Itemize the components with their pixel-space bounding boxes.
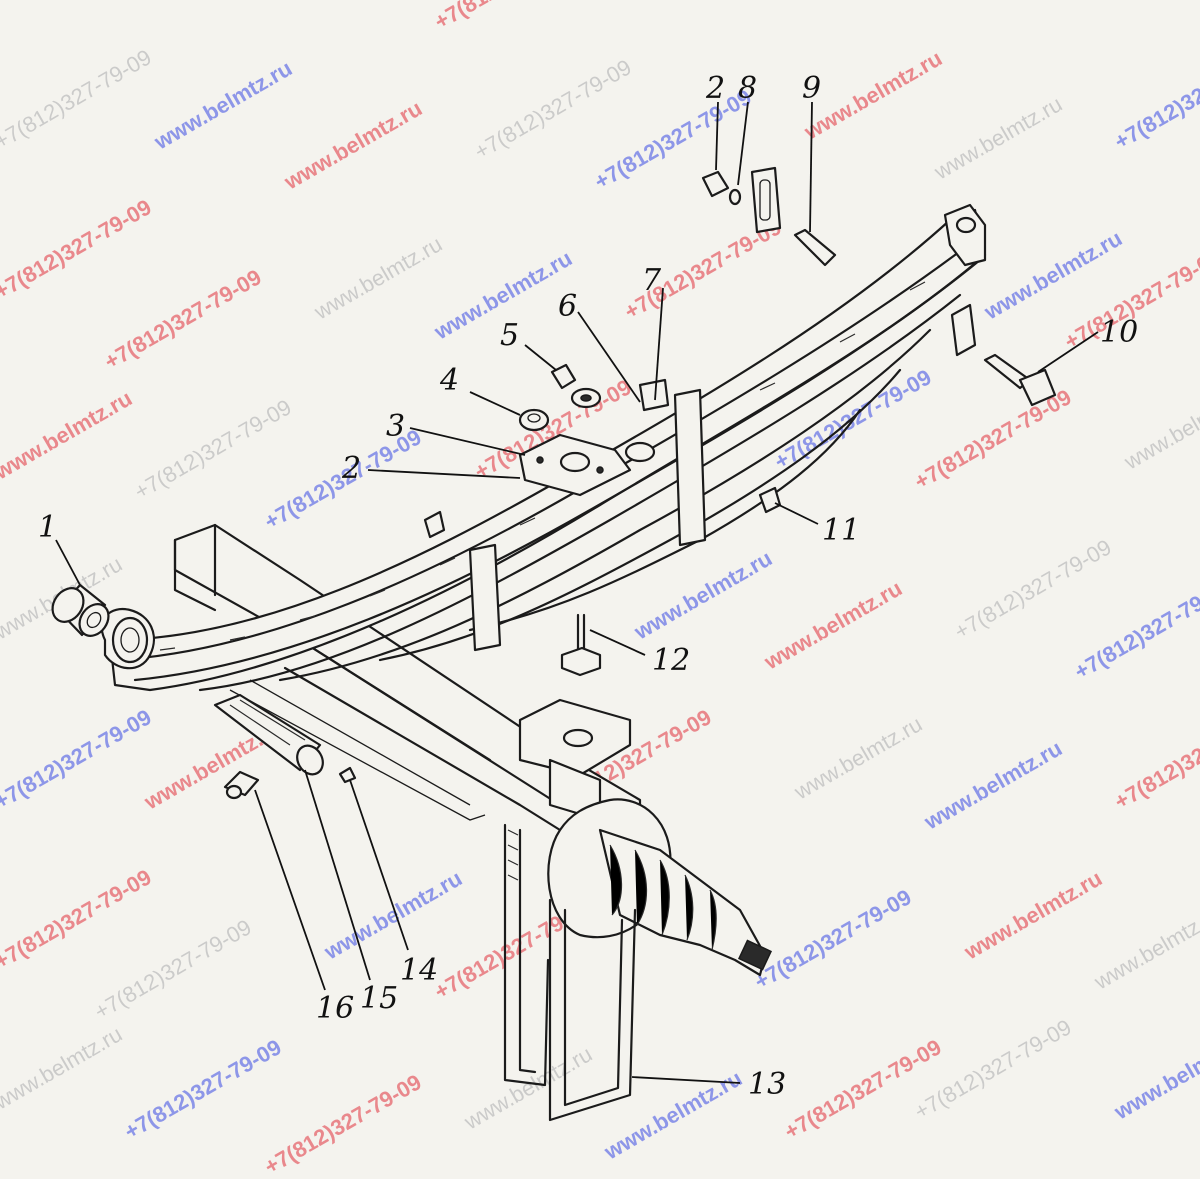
watermark-phone: +7(812)327-79-09 <box>90 914 256 1024</box>
watermark-site: www.belmtz.ru <box>1089 901 1200 995</box>
callout-5: 5 <box>500 318 519 353</box>
center-stud <box>758 486 782 514</box>
watermark-phone: +7(812)327-79-09 <box>100 264 266 374</box>
watermark-site: www.belmtz.ru <box>1119 381 1200 475</box>
watermark-phone: +7(812)327-79-09 <box>590 84 756 194</box>
watermark-site: www.belmtz.ru <box>789 711 926 805</box>
watermark-phone: +7(812)327-79-09 <box>1110 704 1200 814</box>
watermark-phone: +7(812)327-79-09 <box>120 1034 286 1144</box>
center-bolt <box>560 613 602 677</box>
leaf-spring <box>100 203 987 692</box>
watermark-site: www.belmtz.ru <box>459 1041 596 1135</box>
watermark-phone: +7(812)327-79-09 <box>0 864 156 974</box>
u-bolt <box>503 823 637 1122</box>
callout-15: 15 <box>360 981 398 1016</box>
callout-12: 12 <box>652 643 690 678</box>
watermark-phone: +7(812)327-79-09 <box>0 44 156 154</box>
callout-9: 9 <box>802 71 821 106</box>
callout-2: 2 <box>341 451 361 486</box>
shackle-bolt <box>983 353 1057 407</box>
watermark-phone: +7(812)327-79-09 <box>430 0 596 34</box>
watermark-phone: +7(812)327-79-09 <box>750 884 916 994</box>
watermark-phone: +7(812)327-79-09 <box>470 54 636 164</box>
watermark-phone: +7(812)327-79-09 <box>0 704 156 814</box>
nut <box>518 408 550 432</box>
watermark-phone: +7(812)327-79-09 <box>1070 574 1200 684</box>
watermark-site: www.belmtz.ru <box>0 385 136 484</box>
callout-3: 3 <box>386 409 405 444</box>
rear-shackle-parts <box>701 166 837 267</box>
watermark-site: www.belmtz.ru <box>0 1021 126 1115</box>
watermark-phone: +7(812)327-79-09 <box>910 1014 1076 1124</box>
callout-13: 13 <box>748 1067 786 1102</box>
callout-7: 7 <box>642 263 662 298</box>
watermark-site: www.belmtz.ru <box>929 91 1066 185</box>
lower-bushing-parts <box>213 693 357 800</box>
watermark-site: www.belmtz.ru <box>759 575 906 674</box>
watermark-phone: +7(812)327-79-09 <box>1110 44 1200 154</box>
callout-4: 4 <box>439 363 459 398</box>
watermark-phone: +7(812)327-79-09 <box>780 1034 946 1144</box>
bushing <box>51 583 110 637</box>
callout-labels: 1 2 3 4 5 6 7 2 8 9 10 11 12 13 14 15 16 <box>38 71 1138 1102</box>
axle-housing <box>518 698 773 977</box>
leader-lines <box>55 101 1099 1084</box>
watermark-site: www.belmtz.ru <box>309 231 446 325</box>
callout-6: 6 <box>558 289 577 324</box>
callout-11: 11 <box>822 513 860 548</box>
callout-10: 10 <box>1100 315 1138 350</box>
watermark-site: www.belmtz.ru <box>149 55 296 154</box>
watermark-site: www.belmtz.ru <box>799 45 946 144</box>
callout-16: 16 <box>316 991 354 1026</box>
watermark-site: www.belmtz.ru <box>919 735 1066 834</box>
watermark-site: www.belmtz.ru <box>1109 1025 1200 1124</box>
watermark-site: www.belmtz.ru <box>959 865 1106 964</box>
callout-2-top: 2 <box>705 71 725 106</box>
spring-pad-plate <box>518 433 656 497</box>
bolt-with-washer <box>550 363 602 409</box>
callout-14: 14 <box>400 953 438 988</box>
shackle-plate <box>950 303 977 357</box>
callout-1: 1 <box>38 510 57 545</box>
watermark-site: www.belmtz.ru <box>599 1065 746 1164</box>
watermark-site: www.belmtz.ru <box>279 95 426 194</box>
watermark-phone: +7(812)327-79-09 <box>130 394 296 504</box>
watermark-phone: +7(812)327-79-09 <box>950 534 1116 644</box>
watermark-phone: +7(812)327-79-09 <box>260 1069 426 1179</box>
watermark-phone: +7(812)327-79-09 <box>0 194 156 304</box>
callout-8: 8 <box>738 71 757 106</box>
watermark-site: www.belmtz.ru <box>629 545 776 644</box>
watermark-site: www.belmtz.ru <box>319 865 466 964</box>
watermark-phone: +7(812)327-79-09 <box>910 384 1076 494</box>
